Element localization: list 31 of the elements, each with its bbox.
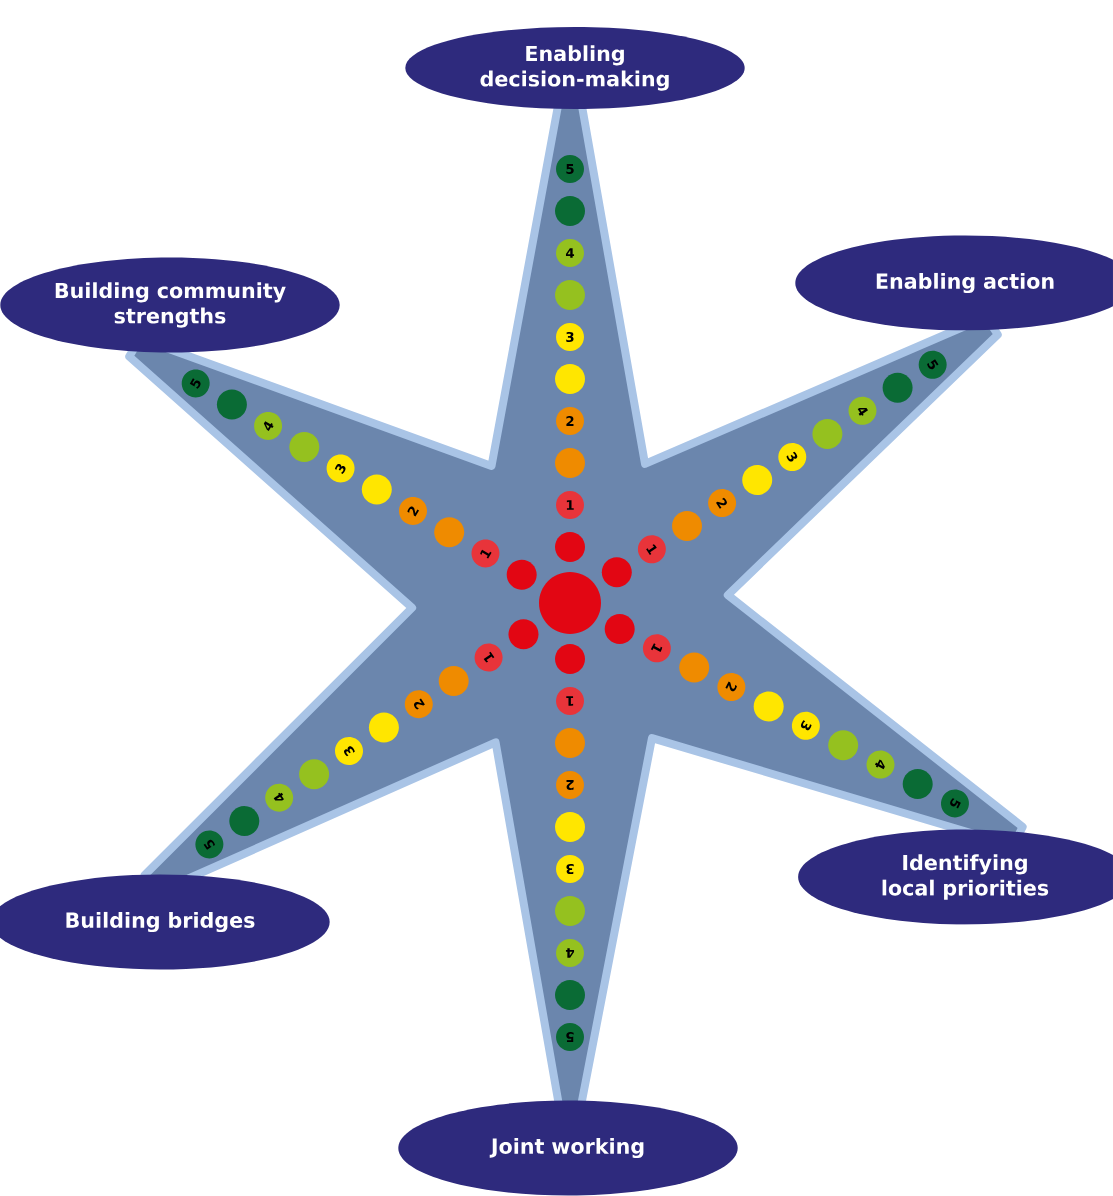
dot bbox=[902, 769, 933, 799]
dot bbox=[555, 896, 585, 926]
dot bbox=[508, 619, 539, 650]
dot bbox=[555, 812, 585, 842]
dot bbox=[812, 418, 843, 449]
dot bbox=[601, 557, 632, 588]
dot bbox=[299, 759, 330, 790]
dot bbox=[216, 389, 247, 420]
dot bbox=[604, 613, 635, 644]
dot bbox=[555, 532, 585, 562]
dot bbox=[368, 712, 399, 743]
dot bbox=[828, 730, 859, 761]
dot bbox=[679, 652, 710, 683]
dot bbox=[742, 465, 773, 495]
dot bbox=[753, 691, 784, 722]
dot bbox=[289, 432, 320, 463]
dot bbox=[672, 511, 702, 542]
dot bbox=[555, 364, 585, 394]
dot bbox=[555, 280, 585, 310]
dot bbox=[555, 980, 585, 1010]
dot bbox=[555, 728, 585, 758]
dot bbox=[438, 665, 469, 696]
dot bbox=[555, 644, 585, 674]
dot bbox=[434, 517, 465, 548]
dot bbox=[506, 559, 537, 590]
dot bbox=[229, 806, 260, 837]
dot bbox=[882, 372, 913, 403]
dot bbox=[555, 448, 585, 478]
dot bbox=[361, 474, 392, 505]
dot bbox=[539, 572, 601, 634]
dot bbox=[555, 196, 585, 226]
